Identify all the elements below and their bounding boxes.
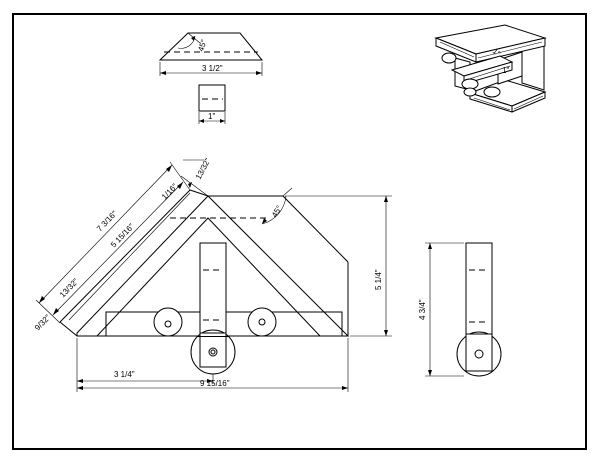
iso-label-b: 1" [502,66,509,75]
top-bevel-view: 45° 3 1/2" [158,32,264,76]
dim-9-32: 9/32" [33,313,52,333]
angle-45-label: 45° [270,204,284,219]
top-angle-label: 45° [196,38,208,52]
height-4-3-4-label: 4 3/4" [418,299,427,320]
dim-1-16: 1/16" [160,182,179,202]
front-view [59,189,350,375]
top-width-label: 3 1/2" [202,64,223,73]
isometric-view: 1" 1" [434,24,547,113]
small-width-label: 1" [208,112,215,121]
width-3-1-4-label: 3 1/4" [114,370,135,379]
iso-label-a: 1" [491,47,502,59]
width-9-15-16-label: 9 15/16" [200,379,230,388]
width-dimensions: 3 1/4" 9 15/16" [76,338,349,392]
dim-7-3-16: 7 3/16" [95,209,119,233]
diagonal-dimensions: 7 3/16" 5 15/16" 1/16" 13/32" 13/32" 9/3… [33,156,213,332]
sheet-border [12,13,587,450]
small-block-view: 1" [198,84,226,124]
height-5-1-4-label: 5 1/4" [374,269,383,290]
height-dimension-main: 5 1/4" [285,195,392,337]
side-view: 4 3/4" [418,242,502,377]
angle-45-dimension: 45° [261,187,293,225]
